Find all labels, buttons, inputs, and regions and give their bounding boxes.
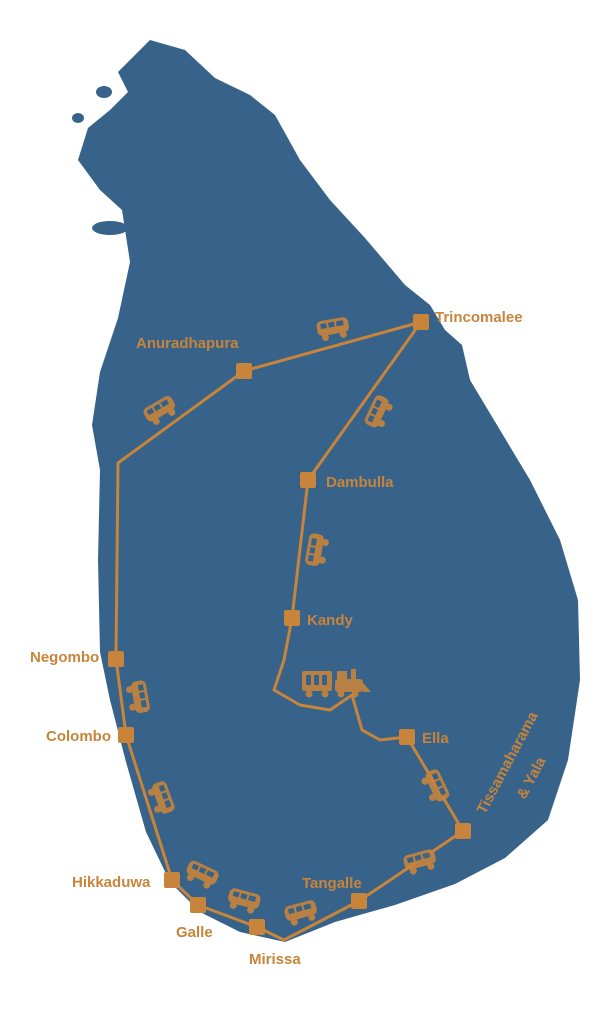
- stop-marker-mirissa[interactable]: [249, 919, 265, 935]
- label-tangalle: Tangalle: [302, 875, 362, 892]
- stop-marker-tangalle[interactable]: [351, 893, 367, 909]
- island-landmass: [72, 40, 580, 942]
- stop-marker-galle[interactable]: [190, 897, 206, 913]
- label-galle: Galle: [176, 924, 213, 941]
- stop-marker-colombo[interactable]: [118, 727, 134, 743]
- label-colombo: Colombo: [46, 728, 111, 745]
- label-anuradhapura: Anuradhapura: [136, 335, 239, 352]
- route-lines: [114, 320, 465, 942]
- label-negombo: Negombo: [30, 649, 99, 666]
- label-dambulla: Dambulla: [326, 474, 394, 491]
- stop-marker-kandy[interactable]: [284, 610, 300, 626]
- stop-marker-ella[interactable]: [399, 729, 415, 745]
- stop-marker-trincomalee[interactable]: [413, 314, 429, 330]
- label-trincomalee: Trincomalee: [435, 309, 523, 326]
- stop-marker-negombo[interactable]: [108, 651, 124, 667]
- label-mirissa: Mirissa: [249, 951, 301, 968]
- transport-icons: [124, 316, 451, 928]
- stop-marker-tissamaharama[interactable]: [455, 823, 471, 839]
- stop-labels: Trincomalee Anuradhapura Dambulla Kandy …: [30, 309, 550, 968]
- stop-marker-dambulla[interactable]: [300, 472, 316, 488]
- stop-marker-hikkaduwa[interactable]: [164, 872, 180, 888]
- stop-markers: [108, 314, 471, 935]
- label-kandy: Kandy: [307, 612, 354, 629]
- label-hikkaduwa: Hikkaduwa: [72, 874, 151, 891]
- stop-marker-anuradhapura[interactable]: [236, 363, 252, 379]
- label-ella: Ella: [422, 730, 449, 747]
- train-icon: [302, 669, 371, 698]
